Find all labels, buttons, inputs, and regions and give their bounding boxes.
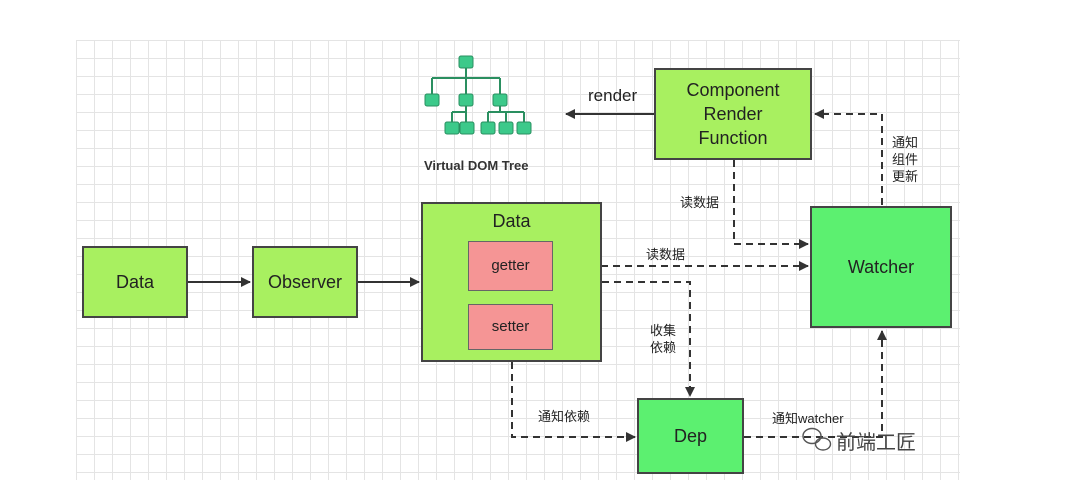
wechat-icon — [802, 427, 832, 451]
collect-deps-line1: 收集 — [650, 323, 677, 338]
observer-label: Observer — [267, 272, 343, 292]
component-label-line3: Function — [698, 128, 768, 148]
notify-update-line2: 组件 — [892, 152, 919, 167]
tree-icon — [431, 66, 525, 122]
dep-node: Dep — [637, 398, 744, 474]
collect-deps-label: 收集 依赖 — [650, 322, 676, 356]
edge-data-dep-notify — [511, 362, 636, 442]
edge-data-dep-collect — [602, 281, 695, 397]
read-data-label-1: 读数据 — [680, 195, 720, 210]
data-source-label: Data — [115, 272, 155, 292]
component-render-node: Component Render Function — [654, 68, 812, 160]
notify-update-line1: 通知 — [892, 135, 919, 150]
watcher-label: Watcher — [847, 257, 915, 277]
edge-dep-watcher — [744, 330, 887, 438]
getter-node: getter — [468, 241, 553, 291]
read-data-label-2: 读数据 — [646, 247, 686, 262]
notify-update-line3: 更新 — [892, 169, 919, 184]
setter-label: setter — [491, 318, 530, 335]
collect-deps-line2: 依赖 — [650, 340, 677, 355]
watermark-text: 前端工匠 — [836, 432, 916, 454]
notify-watcher-label: 通知watcher — [772, 411, 844, 426]
data-source-node: Data — [82, 246, 188, 318]
component-label-line1: Component — [686, 80, 780, 100]
vdom-caption: Virtual DOM Tree — [424, 158, 529, 173]
render-label: render — [588, 86, 638, 105]
dep-label: Dep — [673, 426, 708, 446]
component-label-line2: Render — [703, 104, 763, 124]
getter-label: getter — [491, 257, 530, 274]
edge-watcher-component — [814, 109, 883, 205]
watcher-node: Watcher — [810, 206, 952, 328]
data-node-label: Data — [492, 211, 531, 231]
setter-node: setter — [468, 304, 553, 350]
edge-component-watcher — [733, 160, 809, 249]
notify-deps-label: 通知依赖 — [538, 409, 591, 424]
notify-update-label: 通知 组件 更新 — [892, 134, 918, 185]
observer-node: Observer — [252, 246, 358, 318]
